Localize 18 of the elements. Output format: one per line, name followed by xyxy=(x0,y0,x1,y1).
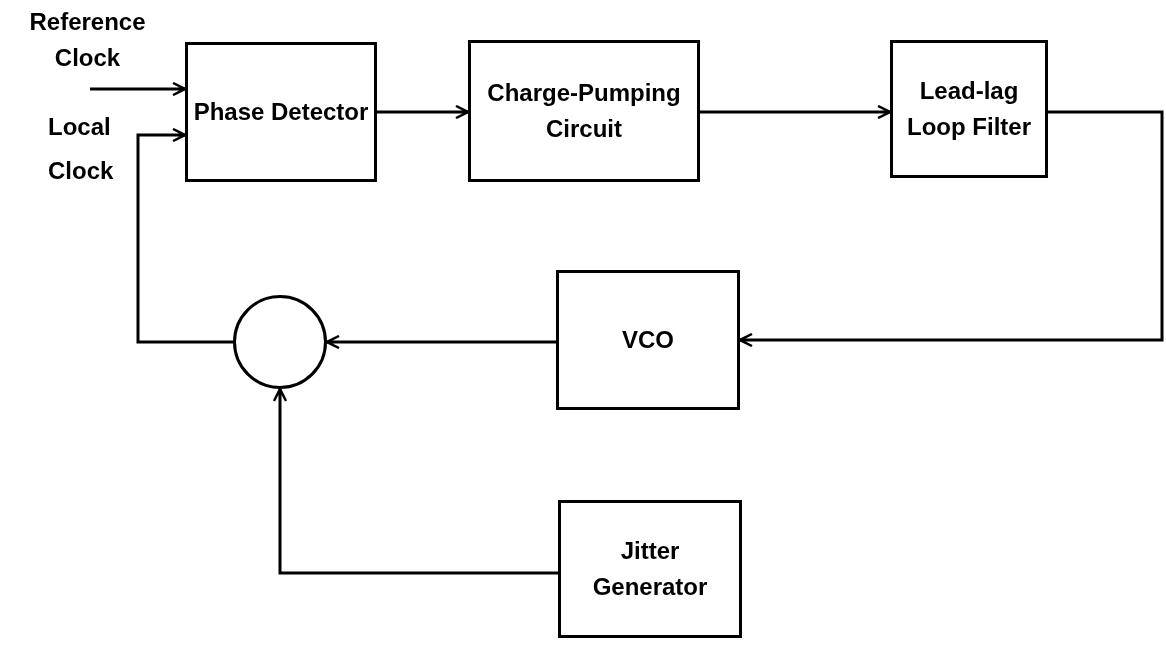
arrow xyxy=(136,127,233,344)
process-box xyxy=(556,270,740,410)
arrow xyxy=(377,104,470,120)
arrow xyxy=(700,104,892,120)
arrow xyxy=(325,334,556,350)
process-box xyxy=(558,500,742,638)
block-label: Lead-lag Loop Filter xyxy=(906,76,1032,142)
process-box xyxy=(185,42,377,182)
arrow xyxy=(90,81,187,97)
block-label: Charge-Pumping Circuit xyxy=(486,78,682,144)
arrow xyxy=(272,387,558,575)
signal-label: Local Clock xyxy=(48,112,115,187)
process-box xyxy=(468,40,700,182)
block-label: Jitter Generator xyxy=(591,536,709,602)
block-label: VCO xyxy=(622,325,674,355)
block-label: Phase Detector xyxy=(193,97,369,127)
process-box xyxy=(890,40,1048,178)
signal-label: Reference Clock xyxy=(28,7,147,73)
